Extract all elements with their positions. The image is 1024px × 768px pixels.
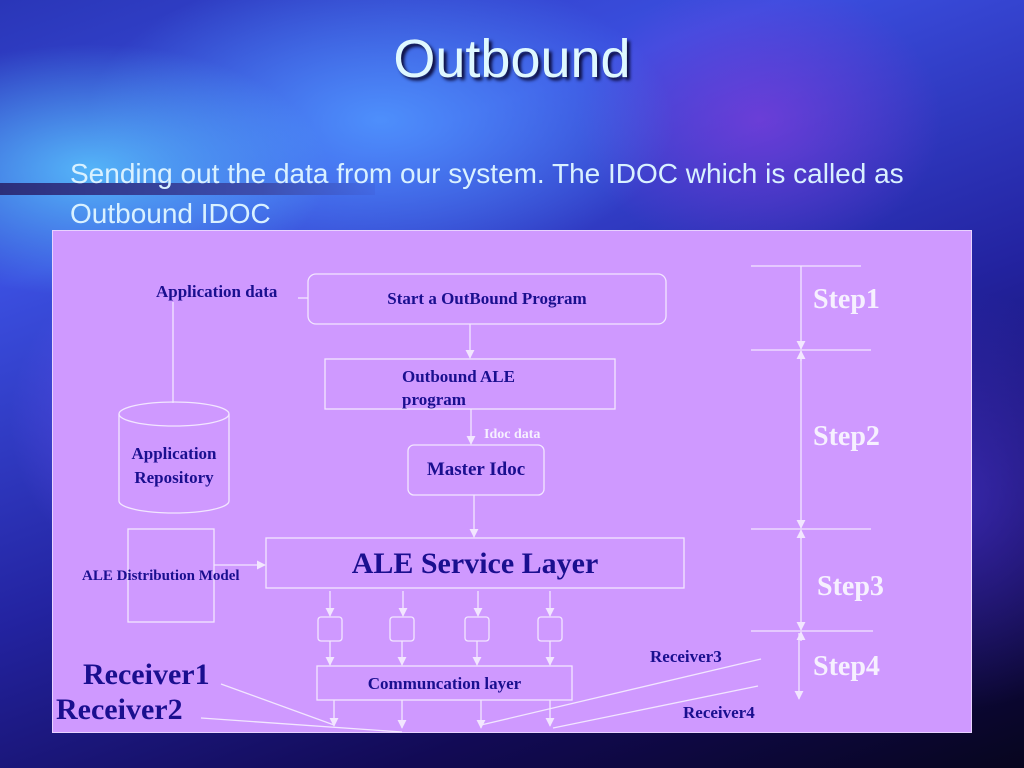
receiver3-label: Receiver3 (650, 647, 722, 666)
slide-subtitle: Sending out the data from our system. Th… (70, 158, 904, 229)
distribution-model-label: ALE Distribution Model (82, 568, 240, 584)
diagram-lines (118, 265, 873, 733)
step1-label: Step1 (813, 284, 880, 315)
communication-layer-label: Communcation layer (367, 674, 522, 693)
master-idoc-box (407, 444, 545, 496)
start-program-label: Start a OutBound Program (387, 289, 587, 308)
idoc-data-label: Idoc data (484, 427, 541, 442)
application-data-label: Application data (156, 282, 278, 301)
outbound-ale-box (324, 358, 616, 410)
accent-bar (0, 183, 375, 195)
communication-layer-box (316, 665, 573, 701)
step3-label: Step3 (817, 571, 884, 602)
repository-label: Application Repository (131, 444, 217, 487)
start-program-box (307, 273, 667, 325)
port-box-1 (317, 616, 343, 642)
port-box-2 (389, 616, 415, 642)
port-box-4 (537, 616, 563, 642)
repository-cylinder (118, 414, 230, 514)
service-layer-box (265, 537, 685, 589)
outbound-ale-label: Outbound ALE program (402, 367, 515, 409)
receiver1-label: Receiver1 (83, 658, 210, 691)
step2-label: Step2 (813, 421, 880, 452)
port-box-3 (464, 616, 490, 642)
master-idoc-label: Master Idoc (426, 459, 526, 480)
diagram-panel: Application data Start a OutBound Progra… (52, 230, 972, 733)
slide-title: Outbound (393, 29, 631, 89)
distribution-model-box (127, 528, 215, 623)
receiver2-label: Receiver2 (56, 693, 183, 726)
receiver4-label: Receiver4 (683, 703, 755, 722)
service-layer-label: ALE Service Layer (351, 547, 599, 580)
step4-label: Step4 (813, 651, 880, 682)
